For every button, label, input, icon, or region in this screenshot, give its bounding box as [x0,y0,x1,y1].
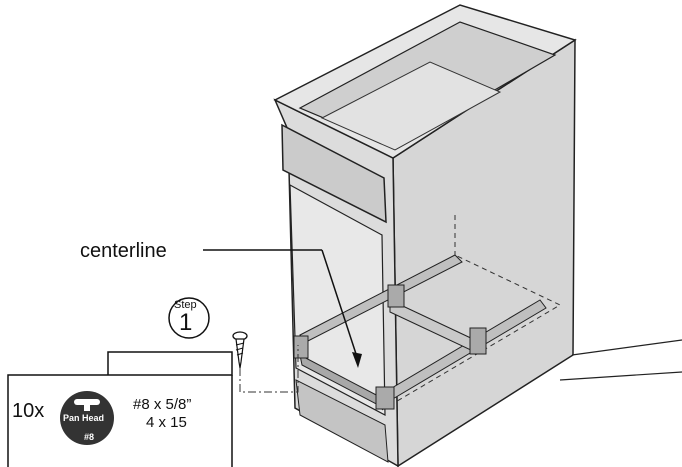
screw-metric-size: 4 x 15 [146,414,187,431]
slide-bracket-front-right [375,386,395,410]
step-number: 1 [179,309,193,336]
slide-bracket-mid [469,327,487,355]
toe-kick [295,379,389,463]
face-frame-opening [289,183,386,417]
screw-head-number: #8 [84,432,95,442]
floor-line-upper [571,339,682,356]
drawer-front [281,123,387,224]
cabinet-bottom-dashed [299,254,562,411]
centerline-label: centerline [80,240,167,262]
floor-line-lower [559,371,682,381]
cabinet-inner-box [320,61,502,151]
slide-bracket-back [387,284,405,308]
screw-head-type: Pan Head [63,413,105,423]
step-word: Step [174,299,197,311]
hardware-box-border [7,351,233,467]
centerline-arrowhead [352,352,362,368]
hardware-quantity: 10x [12,400,45,422]
screw-path-line [239,345,299,393]
screw-size: #8 x 5/8” [133,396,192,413]
centerline-leader-diagonal [321,249,359,361]
step-circle [168,297,210,339]
pan-head-screw-badge [60,391,114,445]
screw-icon [232,331,248,369]
slide-bracket-front-left [293,335,309,359]
